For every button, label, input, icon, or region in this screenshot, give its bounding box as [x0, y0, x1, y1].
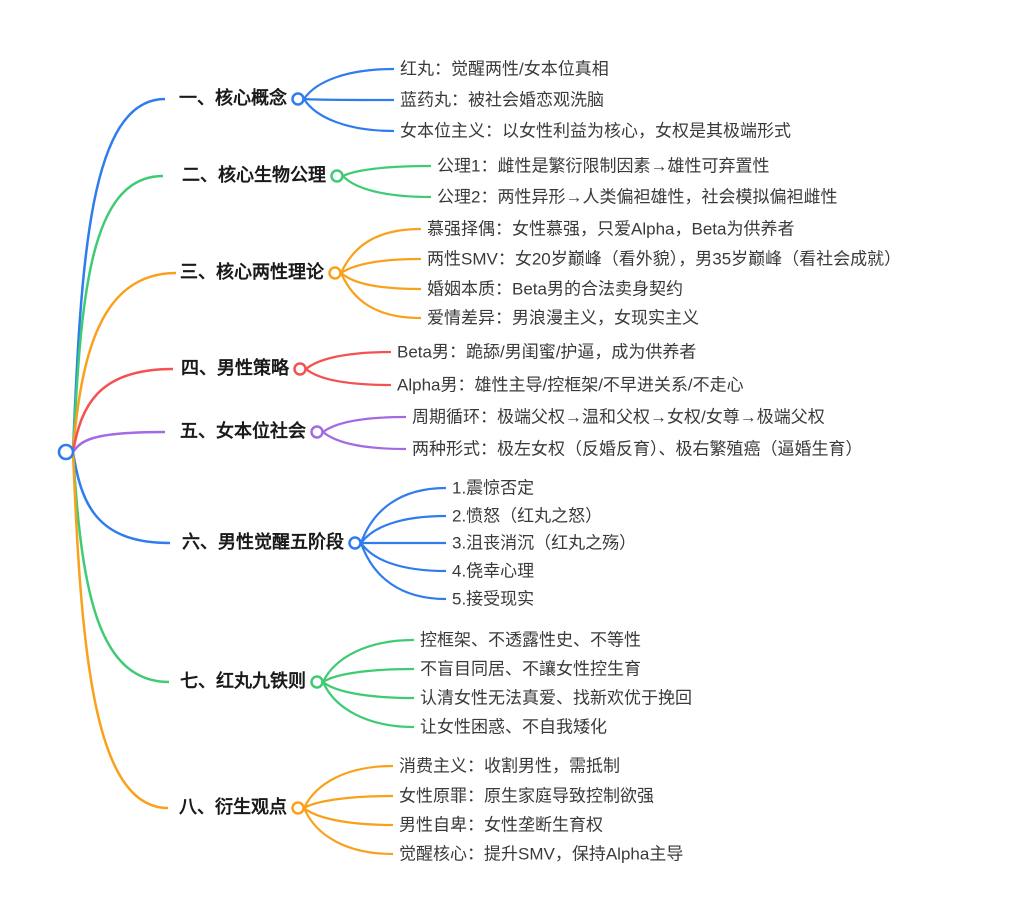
leaf-curve-8-4 — [302, 807, 394, 856]
leaf-curve-6-4 — [360, 542, 447, 573]
branch-1-leaf-1[interactable]: 红丸：觉醒两性/女本位真相 — [400, 59, 609, 79]
branch-curve-6 — [71, 451, 171, 545]
branch-3-leaf-2[interactable]: 两性SMV：女20岁巅峰（看外貌），男35岁巅峰（看社会成就） — [427, 249, 902, 269]
leaf-curve-6-1 — [359, 486, 447, 544]
branch-6-leaf-3[interactable]: 3.沮丧消沉（红丸之殇） — [452, 533, 637, 553]
branch-7-handle[interactable] — [310, 675, 324, 689]
leaf-curve-8-1 — [303, 764, 394, 809]
branch-8-label[interactable]: 八、衍生观点 — [179, 797, 287, 818]
branch-5-handle[interactable] — [310, 425, 324, 439]
leaf-curve-3-4 — [339, 272, 422, 320]
branch-3-leaf-1[interactable]: 慕强择偶：女性慕强，只爱Alpha，Beta为供养者 — [427, 219, 795, 239]
branch-3-leaf-3[interactable]: 婚姻本质：Beta男的合法卖身契约 — [427, 279, 683, 299]
branch-8-leaf-3[interactable]: 男性自卑：女性垄断生育权 — [399, 815, 603, 835]
leaf-curve-6-2 — [360, 514, 447, 544]
branch-5-leaf-2[interactable]: 两种形式：极左女权（反婚反育）、极右繁殖癌（逼婚生育） — [412, 439, 863, 459]
branch-5-label[interactable]: 五、女本位社会 — [180, 421, 306, 442]
leaf-curve-1-3 — [303, 98, 395, 133]
leaf-curve-1-1 — [303, 67, 395, 100]
leaf-curve-7-1 — [322, 638, 415, 683]
branch-3-label[interactable]: 三、核心两性理论 — [180, 262, 324, 283]
branch-4-label[interactable]: 四、男性策略 — [181, 358, 289, 379]
branch-1-leaf-2[interactable]: 蓝药丸：被社会婚恋观洗脑 — [400, 90, 604, 110]
branch-curve-5 — [71, 430, 166, 453]
branch-1-handle[interactable] — [291, 92, 305, 106]
branch-1-leaf-3[interactable]: 女本位主义：以女性利益为核心，女权是其极端形式 — [400, 121, 791, 141]
branch-2-handle[interactable] — [330, 169, 344, 183]
branch-7-leaf-2[interactable]: 不盲目同居、不讓女性控生育 — [420, 659, 641, 679]
leaf-curve-5-1 — [322, 415, 407, 433]
branch-6-handle[interactable] — [348, 536, 362, 550]
branch-6-label[interactable]: 六、男性觉醒五阶段 — [182, 532, 344, 553]
branch-4-leaf-1[interactable]: Beta男：跪舔/男闺蜜/护逼，成为供养者 — [397, 342, 697, 362]
branch-curve-7 — [71, 451, 170, 684]
branch-7-leaf-1[interactable]: 控框架、不透露性史、不等性 — [420, 630, 641, 650]
leaf-curve-7-4 — [321, 681, 415, 729]
branch-1-label[interactable]: 一、核心概念 — [179, 88, 287, 109]
leaf-curve-3-1 — [340, 227, 422, 274]
branch-8-leaf-2[interactable]: 女性原罪：原生家庭导致控制欲强 — [399, 786, 654, 806]
branch-2-label[interactable]: 二、核心生物公理 — [182, 165, 326, 186]
branch-7-label[interactable]: 七、红丸九铁则 — [180, 671, 306, 692]
branch-curve-3 — [71, 271, 177, 453]
root-node[interactable] — [57, 443, 75, 461]
leaf-curve-7-2 — [322, 667, 415, 683]
branch-5-leaf-1[interactable]: 周期循环：极端父权→温和父权→女权/女尊→极端父权 — [412, 407, 825, 427]
branch-curve-2 — [71, 174, 164, 453]
branch-6-leaf-1[interactable]: 1.震惊否定 — [452, 478, 535, 498]
leaf-curve-2-2 — [342, 175, 432, 199]
branch-curve-8 — [71, 451, 169, 810]
branch-3-handle[interactable] — [328, 266, 342, 280]
branch-4-handle[interactable] — [293, 362, 307, 376]
leaf-curve-3-2 — [340, 257, 422, 274]
branch-7-leaf-3[interactable]: 认清女性无法真爱、找新欢优于挽回 — [420, 688, 692, 708]
branch-6-leaf-5[interactable]: 5.接受现实 — [452, 589, 535, 609]
leaf-curve-7-3 — [322, 681, 415, 700]
branch-6-leaf-2[interactable]: 2.愤怒（红丸之怒） — [452, 506, 603, 526]
branch-2-leaf-1[interactable]: 公理1：雌性是繁衍限制因素→雄性可弃置性 — [437, 156, 770, 176]
branch-6-leaf-4[interactable]: 4.侥幸心理 — [452, 561, 535, 581]
leaf-curve-4-2 — [305, 368, 392, 387]
leaf-curve-4-1 — [305, 350, 392, 370]
branch-8-leaf-1[interactable]: 消费主义：收割男性，需抵制 — [399, 756, 620, 776]
branch-4-leaf-2[interactable]: Alpha男：雄性主导/控框架/不早进关系/不走心 — [397, 375, 744, 395]
branch-2-leaf-2[interactable]: 公理2：两性异形→人类偏袒雄性，社会模拟偏袒雌性 — [437, 187, 838, 207]
leaf-curve-3-3 — [340, 272, 422, 291]
branch-8-leaf-4[interactable]: 觉醒核心：提升SMV，保持Alpha主导 — [399, 844, 684, 864]
branch-3-leaf-4[interactable]: 爱情差异：男浪漫主义，女现实主义 — [427, 308, 699, 328]
leaf-curve-8-3 — [303, 807, 394, 827]
branch-8-handle[interactable] — [291, 801, 305, 815]
leaf-curve-1-2 — [303, 97, 395, 102]
branch-7-leaf-4[interactable]: 让女性困惑、不自我矮化 — [420, 717, 607, 737]
leaf-curve-8-2 — [303, 794, 394, 809]
leaf-curve-5-2 — [322, 431, 407, 451]
leaf-curve-6-5 — [359, 542, 447, 601]
leaf-curve-2-1 — [342, 164, 432, 177]
branch-curve-4 — [71, 367, 174, 453]
